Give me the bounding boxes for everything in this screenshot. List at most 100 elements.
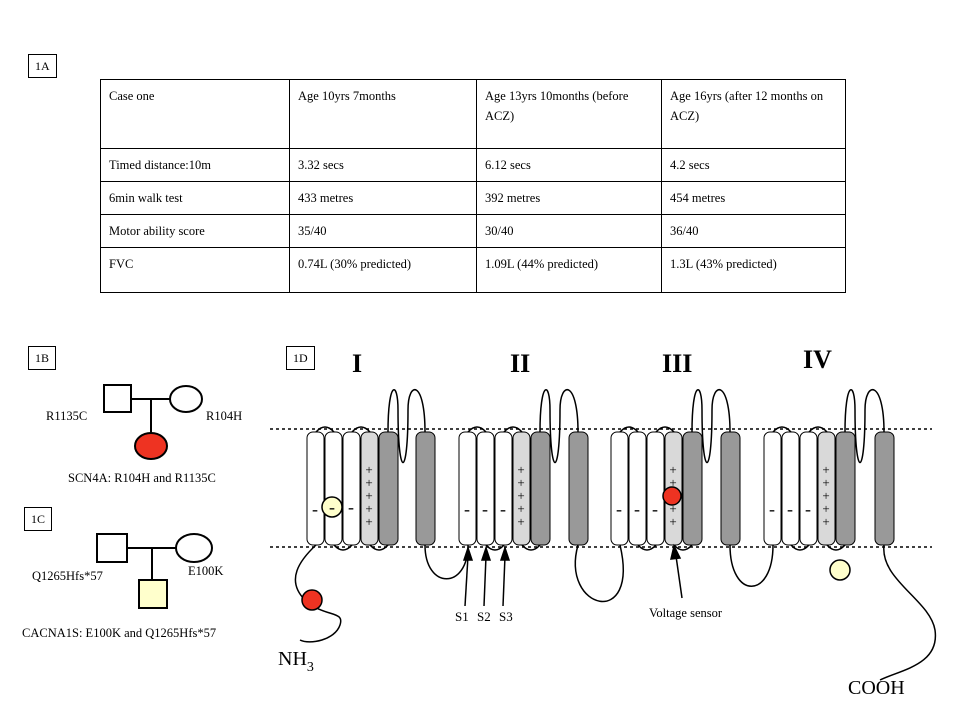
table-cell: 0.74L (30% predicted) — [289, 247, 477, 293]
table-cell: 1.09L (44% predicted) — [476, 247, 662, 293]
segment-s2 — [781, 431, 800, 546]
father-symbol — [96, 533, 128, 563]
plus-charge: + — [669, 501, 676, 516]
c-terminus-tail — [879, 544, 936, 681]
table-row: FVC 0.74L (30% predicted) 1.09L (44% pre… — [100, 247, 846, 293]
loop — [619, 426, 639, 433]
plus-charge: + — [365, 514, 372, 529]
plus-charge: + — [669, 514, 676, 529]
segment-s1 — [458, 431, 477, 546]
arrow-head — [670, 543, 682, 560]
pore-loop — [539, 389, 579, 463]
segment-s2 — [476, 431, 495, 546]
plus-charge: + — [822, 475, 829, 490]
father-variant-label: R1135C — [46, 409, 87, 423]
c-terminus-label: COOH — [848, 677, 905, 699]
table-cell: 1.3L (43% predicted) — [661, 247, 846, 293]
domain-label-ii: II — [510, 349, 530, 378]
segment-s6 — [874, 431, 895, 546]
table-cell: 36/40 — [661, 214, 846, 248]
panel-label-1c: 1C — [24, 507, 53, 531]
arrow-head — [480, 545, 492, 561]
plus-charge: + — [822, 462, 829, 477]
segment-s3 — [342, 431, 361, 546]
segment-s6 — [720, 431, 741, 546]
loop — [808, 426, 828, 433]
inter-domain-linker — [729, 544, 774, 587]
minus-charge: - — [500, 499, 506, 519]
table-row: 6min walk test 433 metres 392 metres 454… — [100, 181, 846, 215]
domain-i-segments — [306, 431, 436, 546]
arrow-s2 — [483, 555, 487, 607]
table-cell: 3.32 secs — [289, 148, 477, 182]
panel-label-1a: 1A — [28, 54, 57, 78]
segment-arrows — [462, 543, 683, 607]
plus-charge: + — [822, 514, 829, 529]
segment-s2 — [628, 431, 647, 546]
domain-label-iii: III — [662, 349, 692, 378]
arrow-head — [499, 545, 511, 561]
mutation-marker-yellow — [321, 496, 343, 518]
minus-charge: - — [464, 499, 470, 519]
loop — [315, 426, 335, 433]
loop — [637, 544, 657, 551]
plus-charge: + — [517, 462, 524, 477]
father-variant-label: Q1265Hfs*57 — [32, 569, 103, 583]
minus-charge: - — [634, 499, 640, 519]
segment-label-s1: S1 — [455, 609, 469, 624]
loop — [333, 544, 353, 551]
segment-s5 — [682, 431, 703, 546]
loop — [369, 544, 389, 551]
panel-label-1b: 1B — [28, 346, 57, 370]
clinical-progress-table: Case one Age 10yrs 7months Age 13yrs 10m… — [100, 79, 846, 293]
table-cell: 454 metres — [661, 181, 846, 215]
minus-charge: - — [805, 499, 811, 519]
minus-charge: - — [652, 499, 658, 519]
table-cell: 6min walk test — [100, 181, 290, 215]
father-symbol — [103, 384, 132, 413]
table-header-row: Case one Age 10yrs 7months Age 13yrs 10m… — [100, 79, 846, 149]
domain-iv-segments — [763, 431, 895, 546]
table-cell: FVC — [100, 247, 290, 293]
n-terminus-subscript: 3 — [307, 660, 314, 675]
domain-ii-segments — [458, 431, 589, 546]
arrow-s1 — [464, 555, 469, 607]
plus-charge: + — [365, 475, 372, 490]
segment-s4-voltage-sensor — [817, 431, 836, 546]
plus-charge: + — [517, 514, 524, 529]
domain-label-i: I — [352, 349, 362, 378]
arrow-voltage-sensor — [675, 555, 683, 599]
plus-charge: + — [365, 501, 372, 516]
inter-domain-linker — [574, 544, 624, 603]
plus-charge: + — [669, 462, 676, 477]
mutation-marker-yellow — [829, 559, 851, 581]
pedigree-1b — [103, 384, 203, 460]
loop — [503, 426, 523, 433]
table-header-cell: Age 16yrs (after 12 months on ACZ) — [661, 79, 846, 149]
loop — [790, 544, 810, 551]
segment-s4-voltage-sensor — [512, 431, 531, 546]
pore-loop — [691, 389, 731, 463]
minus-charge: - — [616, 499, 622, 519]
pedigree-1c — [96, 533, 213, 609]
plus-charge: + — [517, 488, 524, 503]
segment-s5 — [530, 431, 551, 546]
segment-s6 — [415, 431, 436, 546]
segment-s3 — [799, 431, 818, 546]
s1-s3-charges: - - - - - - - - - - - — [312, 497, 811, 519]
mutation-marker-red — [301, 589, 323, 611]
mother-variant-label: E100K — [188, 564, 223, 578]
mother-symbol — [169, 385, 203, 413]
affected-proband-symbol — [134, 432, 168, 460]
segment-s1 — [763, 431, 782, 546]
loop — [772, 426, 792, 433]
loop-connectors — [294, 389, 936, 681]
arrow-head — [462, 545, 474, 561]
mother-variant-label: R104H — [206, 409, 242, 423]
mutation-marker-red — [662, 486, 682, 506]
table-row: Motor ability score 35/40 30/40 36/40 — [100, 214, 846, 248]
arrow-s3 — [502, 555, 506, 607]
loop — [485, 544, 505, 551]
plus-charge: + — [822, 501, 829, 516]
